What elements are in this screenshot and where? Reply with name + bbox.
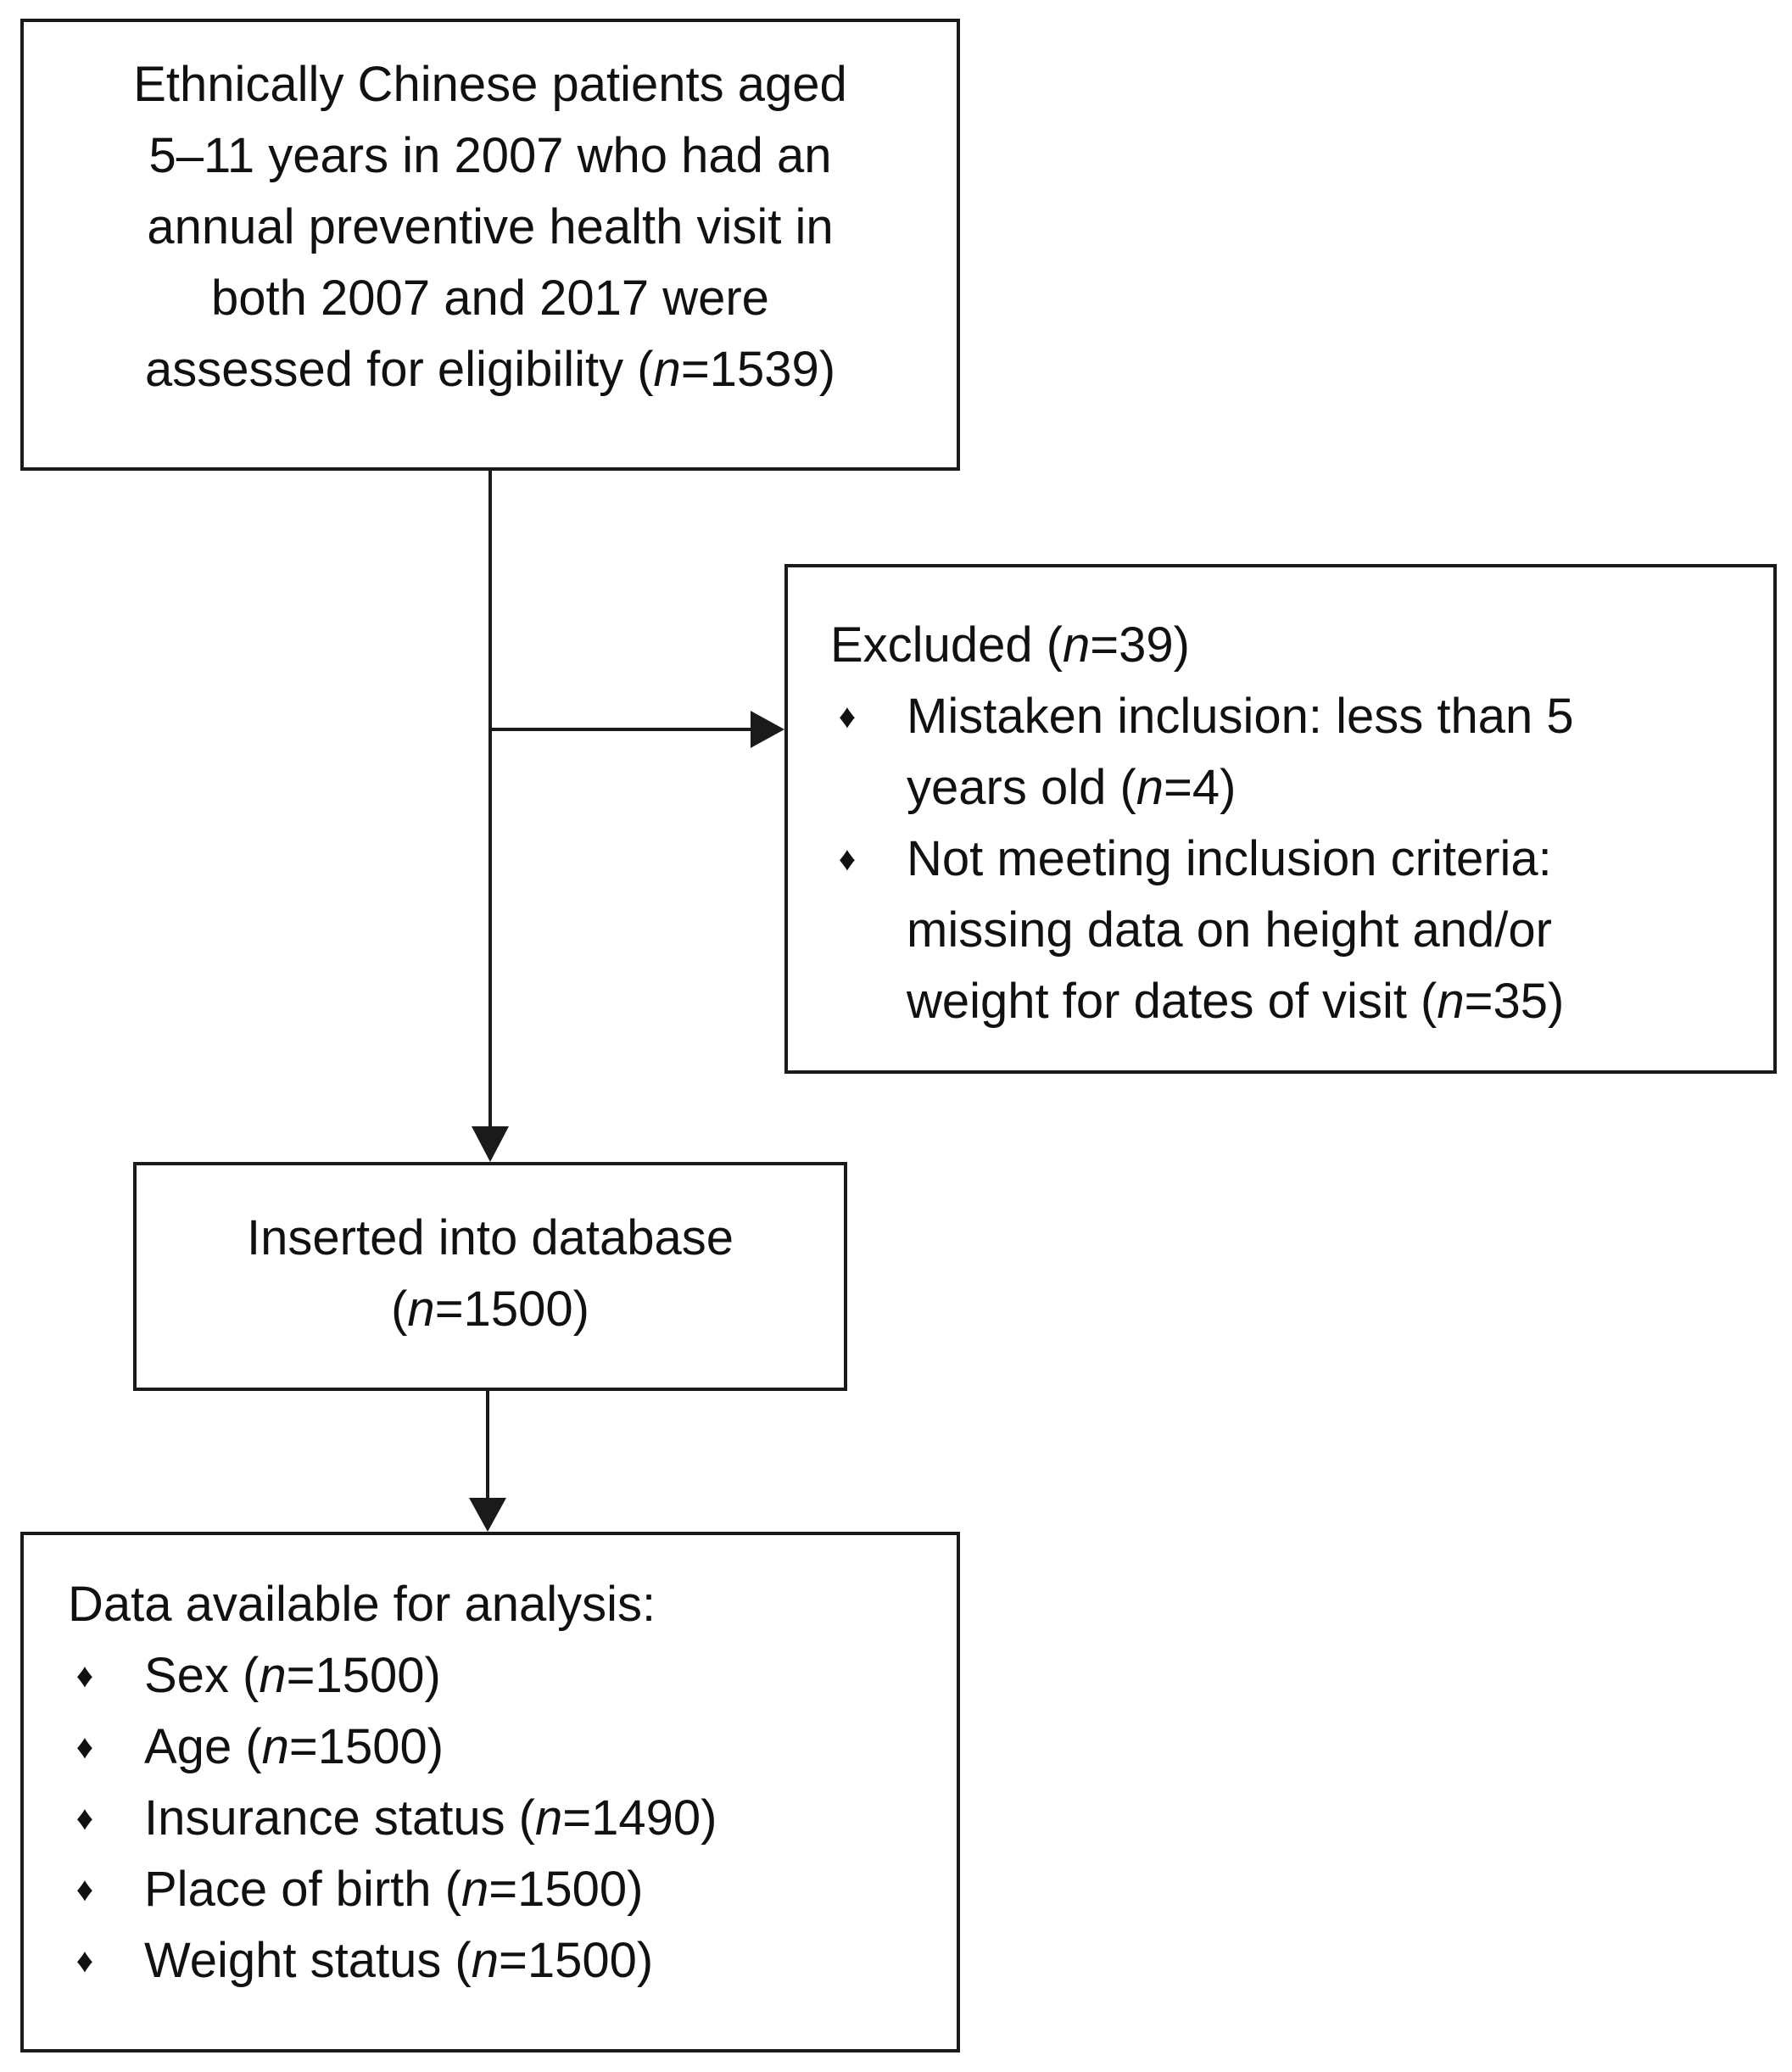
inserted-box: Inserted into database (n=1500) — [133, 1162, 847, 1391]
diamond-bullet-icon: ♦ — [75, 1729, 94, 1766]
analysis-box: Data available for analysis: ♦ Sex (n=15… — [20, 1532, 960, 2052]
excluded-header-n: n — [1063, 617, 1091, 673]
excluded-box: Excluded (n=39) ♦ Mistaken inclusion: le… — [784, 564, 1777, 1074]
diamond-bullet-icon: ♦ — [75, 1942, 94, 1980]
arrowhead-to-excluded — [751, 711, 784, 748]
excluded-header-prefix: Excluded ( — [830, 617, 1063, 673]
list-item: ♦ Place of birth (n=1500) — [68, 1854, 940, 1925]
inserted-count-value: =1500) — [434, 1282, 589, 1337]
eligibility-box: Ethnically Chinese patients aged 5–11 ye… — [20, 19, 960, 471]
analysis-item-weight: Weight status (n=1500) — [144, 1925, 940, 1997]
diamond-bullet-icon: ♦ — [75, 1657, 94, 1695]
analysis-item-sex-n: n — [259, 1648, 287, 1703]
excluded-reason-1-prefix: years old ( — [907, 760, 1136, 815]
analysis-item-insurance-n: n — [535, 1790, 563, 1846]
excluded-reason-1-value: =4) — [1164, 760, 1237, 815]
list-item: ♦ Sex (n=1500) — [68, 1640, 940, 1712]
diamond-bullet-icon: ♦ — [75, 1871, 94, 1908]
analysis-item-insurance-value: =1490) — [562, 1790, 717, 1846]
analysis-item-insurance-prefix: Insurance status ( — [144, 1790, 535, 1846]
list-item: ♦ Weight status (n=1500) — [68, 1925, 940, 1997]
inserted-count-n: n — [407, 1282, 435, 1337]
excluded-reason-2-line-2: missing data on height and/or — [907, 902, 1552, 958]
eligibility-count-prefix: assessed for eligibility ( — [144, 342, 654, 397]
list-item: ♦ Insurance status (n=1490) — [68, 1783, 940, 1854]
inserted-line-2: (n=1500) — [137, 1274, 844, 1345]
analysis-item-age-prefix: Age ( — [144, 1719, 262, 1774]
eligibility-line-3: annual preventive health visit in — [147, 199, 834, 254]
excluded-reason-2-value: =35) — [1464, 974, 1565, 1029]
inserted-line-1: Inserted into database — [247, 1210, 734, 1265]
eligibility-count-n: n — [653, 342, 681, 397]
analysis-item-age-value: =1500) — [288, 1719, 444, 1774]
eligibility-line-1: Ethnically Chinese patients aged — [133, 57, 847, 112]
diamond-bullet-icon: ♦ — [838, 841, 857, 878]
excluded-header: Excluded (n=39) — [830, 610, 1748, 681]
excluded-reason-1-n: n — [1136, 760, 1164, 815]
excluded-header-value: =39) — [1090, 617, 1190, 673]
excluded-reasons-list: ♦ Mistaken inclusion: less than 5 years … — [830, 681, 1748, 1037]
excluded-reason-1-line-2: years old (n=4) — [907, 752, 1748, 824]
list-item: ♦ Not meeting inclusion criteria: missin… — [830, 824, 1748, 1037]
excluded-reason-2-n: n — [1437, 974, 1465, 1029]
analysis-item-birthplace-prefix: Place of birth ( — [144, 1862, 461, 1917]
analysis-item-weight-n: n — [471, 1933, 500, 1988]
diamond-bullet-icon: ♦ — [838, 698, 857, 735]
diamond-bullet-icon: ♦ — [75, 1800, 94, 1837]
arrowhead-eligibility-to-inserted — [472, 1126, 509, 1162]
excluded-reason-2-line-3: weight for dates of visit (n=35) — [907, 966, 1748, 1037]
list-item: ♦ Age (n=1500) — [68, 1712, 940, 1783]
analysis-item-birthplace-value: =1500) — [488, 1862, 644, 1917]
analysis-item-birthplace-n: n — [461, 1862, 489, 1917]
excluded-reason-2-prefix: weight for dates of visit ( — [907, 974, 1438, 1029]
analysis-item-weight-value: =1500) — [499, 1933, 654, 1988]
analysis-item-age: Age (n=1500) — [144, 1712, 940, 1783]
inserted-count-prefix: ( — [391, 1282, 408, 1337]
eligibility-line-5: assessed for eligibility (n=1539) — [24, 334, 957, 405]
eligibility-line-4: both 2007 and 2017 were — [211, 271, 769, 326]
analysis-header: Data available for analysis: — [68, 1577, 656, 1632]
analysis-item-sex: Sex (n=1500) — [144, 1640, 940, 1712]
analysis-item-sex-value: =1500) — [286, 1648, 441, 1703]
analysis-item-age-n: n — [261, 1719, 289, 1774]
analysis-variables-list: ♦ Sex (n=1500) ♦ Age (n=1500) ♦ Insuranc… — [68, 1640, 940, 1997]
analysis-item-birthplace: Place of birth (n=1500) — [144, 1854, 940, 1925]
analysis-item-sex-prefix: Sex ( — [144, 1648, 260, 1703]
arrowhead-inserted-to-analysis — [469, 1498, 506, 1532]
excluded-reason-1-line-1: Mistaken inclusion: less than 5 — [907, 689, 1574, 744]
analysis-item-insurance: Insurance status (n=1490) — [144, 1783, 940, 1854]
eligibility-line-2: 5–11 years in 2007 who had an — [148, 128, 832, 183]
list-item: ♦ Mistaken inclusion: less than 5 years … — [830, 681, 1748, 824]
excluded-reason-2-line-1: Not meeting inclusion criteria: — [907, 831, 1552, 886]
analysis-item-weight-prefix: Weight status ( — [144, 1933, 472, 1988]
eligibility-count-value: =1539) — [680, 342, 836, 397]
